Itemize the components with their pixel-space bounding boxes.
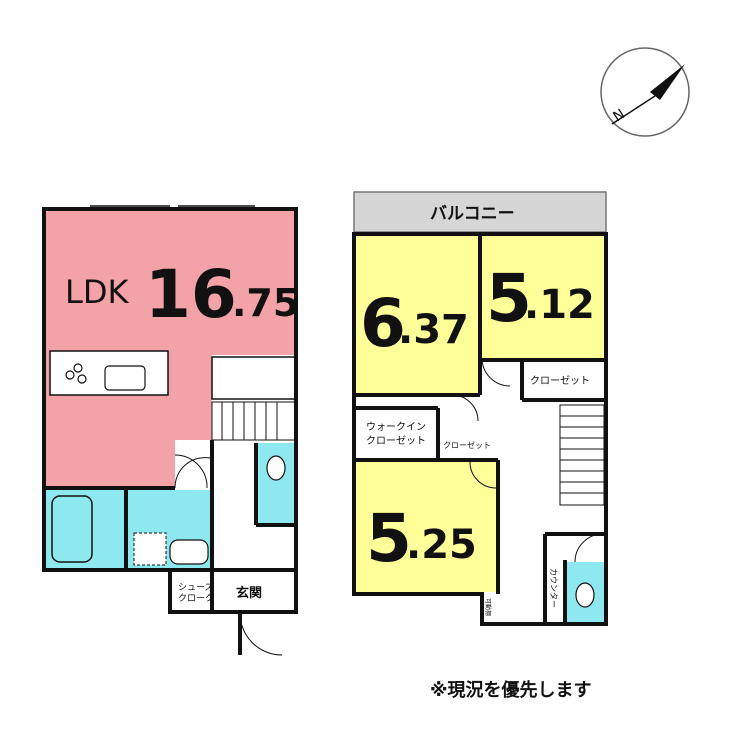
counter-label: カウンター [549,568,558,608]
entrance-area [170,570,296,610]
balcony-label: バルコニー [430,204,515,224]
closet-512-label: クローゼット [530,375,590,387]
bedroom-525-dec: .25 [406,522,477,568]
walkin-closet-label-2: クローゼット [366,435,426,447]
kitchen-sink-icon [104,365,146,391]
stove-icon [65,370,75,380]
ldk-room [44,209,296,488]
stairs-floor1 [211,401,297,441]
compass-needle-icon [650,64,685,100]
bedroom-512-dec: .12 [524,282,595,328]
bedroom-525 [356,462,496,592]
floor-2: バルコニー 6 .37 5 .12 5 .25 クローゼット ウォークイン クロ… [352,191,608,626]
storage-floor1 [211,356,297,400]
ldk-label-prefix: LDK [65,273,129,311]
closet-small [440,431,496,459]
walkin-closet [356,409,437,459]
closet-512 [522,361,604,399]
bedroom-512 [482,236,604,358]
floor-1: LDK 16 .75 シューズ クローク 玄関 [42,205,299,656]
ldk-size-dec: .75 [232,281,299,325]
balcony [353,191,607,233]
bedroom-637-int: 6 [360,285,406,362]
closet-small-label: クローゼット [443,440,491,450]
compass-ring [600,47,690,137]
hall-floor1 [212,443,256,568]
walkin-closet-label-1: ウォークイン [366,421,426,433]
bedroom-512-int: 5 [486,260,532,337]
bedroom-637 [356,236,478,395]
bathtub-icon [51,495,93,563]
bedroom-637-dec: .37 [398,307,469,353]
toilet-icon-floor2 [575,582,595,608]
walls-floor2 [352,232,608,626]
bedroom-525-int: 5 [366,500,412,577]
shoe-closet-label-1: シューズ [178,581,214,593]
toilet-icon [266,455,286,481]
disclaimer-note: ※現況を優先します [430,680,592,701]
stairs-floor2 [559,404,605,506]
movable-shelf-label: 可動棚 [484,598,492,616]
shoe-closet-label-2: クローク [178,593,214,604]
entrance-label: 玄関 [236,585,262,601]
walls-floor1 [42,207,298,655]
ldk-size-int: 16 [145,256,237,333]
toilet-floor1 [256,443,296,525]
wash-basin-icon [169,539,209,565]
compass: N [600,47,690,137]
washing-machine-space [133,532,167,566]
